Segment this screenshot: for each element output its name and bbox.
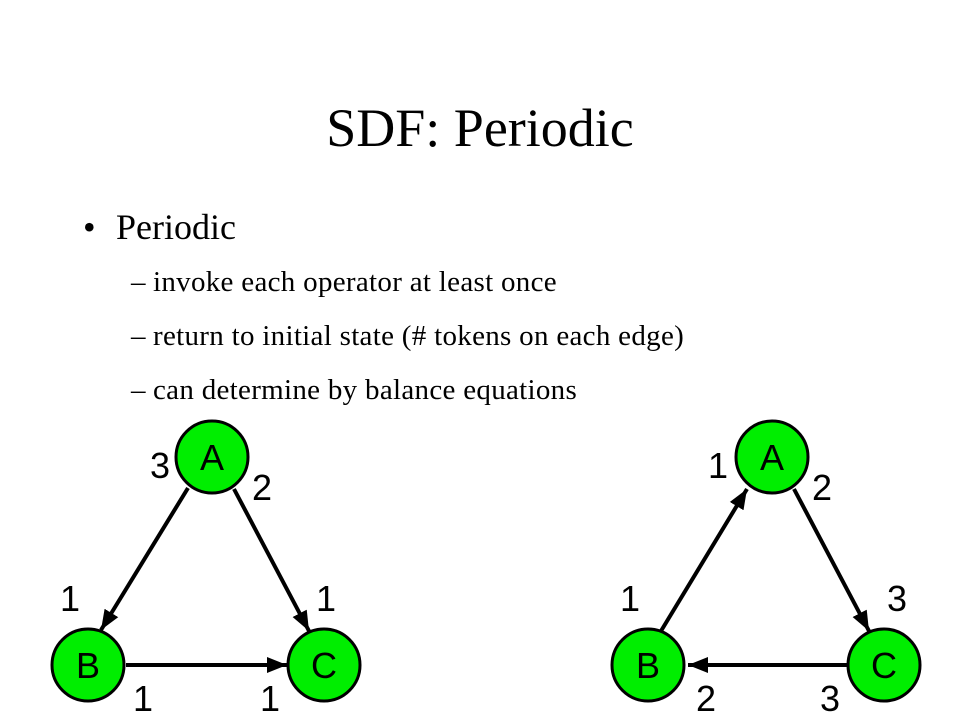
rate-label: 1 [620,578,640,619]
subbullet-marker: – [131,266,146,298]
rate-label: 1 [133,678,153,719]
edge-a-to-c [232,488,311,632]
node-a [174,419,250,495]
node-c-label: C [871,645,897,686]
rate-label: 3 [820,678,840,719]
bullet-marker: • [83,207,96,247]
node-b-label: B [76,645,100,686]
rate-label: 1 [60,578,80,619]
sdf-graph-right: A B C 1 1 2 3 3 2 [610,419,922,719]
node-a-label: A [200,437,224,478]
rate-label: 3 [887,578,907,619]
subbullet-item: –invoke each operator at least once [131,264,557,300]
slide-title: SDF: Periodic [326,98,634,158]
rate-label: 3 [150,445,170,486]
node-b [50,627,126,703]
rate-label: 1 [708,445,728,486]
rate-label: 2 [812,467,832,508]
node-b-label: B [636,645,660,686]
edge-a-to-b [99,486,190,632]
subbullet-item: –can determine by balance equations [131,372,577,408]
rate-label: 1 [316,578,336,619]
node-a [734,419,810,495]
rate-label: 2 [696,678,716,719]
node-c [286,627,362,703]
subbullet-marker: – [131,374,146,406]
bullet-item: • Periodic [83,203,236,251]
sdf-graph-left: A B C 3 1 2 1 1 1 [50,419,362,719]
subbullet-text: can determine by balance equations [153,374,578,406]
edge-b-to-a [659,487,749,633]
bullet-text: Periodic [116,207,236,247]
rate-label: 1 [260,678,280,719]
subbullet-text: invoke each operator at least once [153,266,557,298]
node-c-label: C [311,645,337,686]
subbullet-text: return to initial state (# tokens on eac… [153,320,685,352]
edge-a-to-c [792,488,871,632]
node-b [610,627,686,703]
rate-label: 2 [252,467,272,508]
node-a-label: A [760,437,784,478]
node-c [846,627,922,703]
subbullet-marker: – [131,320,146,352]
subbullet-item: –return to initial state (# tokens on ea… [131,318,684,354]
